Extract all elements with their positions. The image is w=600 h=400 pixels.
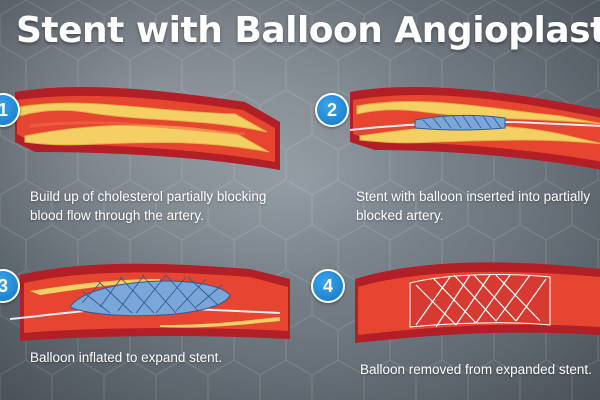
artery-expanded-stent-illustration: [355, 262, 600, 343]
page-title: Stent with Balloon Angioplasty: [16, 10, 600, 51]
artery-stent-inserted-illustration: [349, 87, 600, 170]
step-2-badge: 2: [315, 93, 349, 127]
step-2-caption: Stent with balloon inserted into partial…: [356, 189, 591, 223]
step-4-badge: 4: [311, 269, 345, 303]
step-1-caption: Build up of cholesterol partially blocki…: [30, 189, 267, 223]
step-4-caption: Balloon removed from expanded stent.: [360, 362, 592, 377]
step-3-caption: Balloon inflated to expand stent.: [30, 350, 223, 365]
artery-with-plaque-illustration: [15, 86, 280, 170]
artery-balloon-inflated-illustration: [9, 263, 290, 341]
